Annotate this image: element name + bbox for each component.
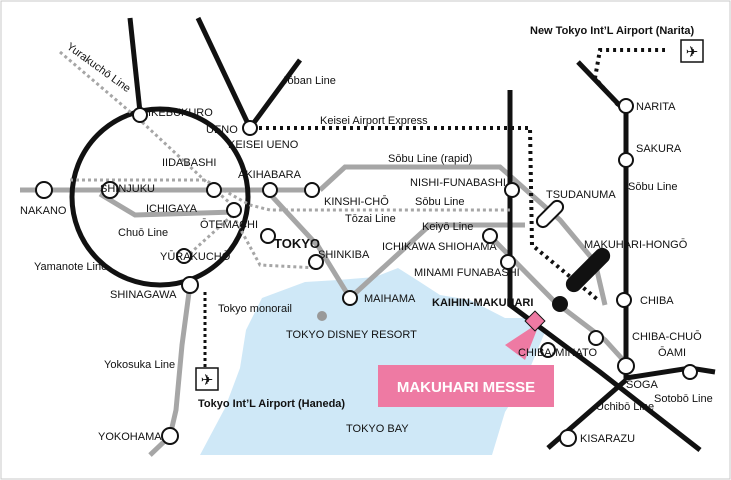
station-nishi-funabashi: NISHI-FUNABASHI	[410, 177, 506, 189]
station-kisarazu: KISARAZU	[580, 433, 635, 445]
station-ikebukuro: IKEBUKURO	[148, 107, 213, 119]
station-yokohama: YOKOHAMA	[98, 431, 162, 443]
place-tokyo-bay: TOKYO BAY	[346, 423, 409, 435]
station-ichigaya: ICHIGAYA	[146, 203, 198, 215]
station-yurakucho: YŪRAKUCHŌ	[160, 251, 231, 263]
station-nakano: NAKANO	[20, 205, 67, 217]
sobu-east-label: Sōbu Line	[628, 181, 678, 193]
station-maihama: MAIHAMA	[364, 293, 416, 305]
station-iidabashi: IIDABASHI	[162, 157, 216, 169]
narita-spur	[592, 48, 665, 107]
messe-pointer	[505, 322, 540, 360]
yamanote-line-label: Yamanote Line	[34, 261, 107, 273]
station-minami-funabashi: MINAMI FUNABASHI	[414, 267, 520, 279]
station-akihabara: AKIHABARA	[238, 169, 302, 181]
tozai-line-label: Tōzai Line	[345, 213, 396, 225]
uchibo-line-label: Uchibō Line	[596, 401, 654, 413]
station-otemachi: ŌTEMACHI	[200, 219, 258, 231]
tokyo-bay-water	[200, 268, 545, 455]
chuo-line-label: Chuō Line	[118, 227, 168, 239]
station-sakura: SAKURA	[636, 143, 682, 155]
svg-text:✈: ✈	[686, 43, 699, 61]
monorail-label: Tokyo monorail	[218, 303, 292, 315]
joban-line-label: Jōban Line	[282, 75, 336, 87]
narita-airport-icon: ✈	[680, 39, 704, 63]
station-shinjuku: SHINJUKU	[100, 183, 155, 195]
stations	[35, 98, 698, 447]
messe-label: MAKUHARI MESSE	[397, 379, 535, 396]
station-kinshicho: KINSHI-CHŌ	[324, 196, 389, 208]
station-ichikawa-shiohama: ICHIKAWA SHIOHAMA	[382, 241, 497, 253]
haneda-airport-label: Tokyo Int’L Airport (Haneda)	[198, 398, 345, 410]
station-narita: NARITA	[636, 101, 676, 113]
svg-text:✈: ✈	[201, 371, 214, 389]
keiyo-line-label: Keiyō Line	[422, 221, 473, 233]
subway-link	[228, 209, 319, 270]
tozai-line	[70, 178, 510, 212]
station-shinagawa: SHINAGAWA	[110, 289, 177, 301]
yokosuka-line-label: Yokosuka Line	[104, 359, 175, 371]
sobu-line-label: Sōbu Line	[415, 196, 465, 208]
station-kaihin-makuhari: KAIHIN-MAKUHARI	[432, 297, 533, 309]
kaihin-makuhari-station	[552, 296, 568, 312]
keisei-line	[252, 126, 600, 302]
narita-airport-label: New Tokyo Int’L Airport (Narita)	[530, 25, 695, 37]
station-keisei-ueno: KEISEI UENO	[228, 139, 299, 151]
messe-box	[378, 365, 554, 407]
station-chiba-minato: CHIBA-MINATO	[518, 347, 597, 359]
haneda-airport-icon: ✈	[195, 367, 219, 391]
messe-marker	[524, 310, 546, 332]
station-shinkiba: SHINKIBA	[318, 249, 370, 261]
station-soga: SOGA	[626, 379, 658, 391]
station-makuhari-hongo: MAKUHARI-HONGŌ	[584, 239, 688, 251]
station-chiba-chuo: CHIBA-CHUŌ	[632, 331, 702, 343]
station-oami: ŌAMI	[658, 347, 686, 359]
station-tsudanuma: TSUDANUMA	[546, 189, 616, 201]
station-tokyo: TOKYO	[274, 236, 320, 251]
tsudanuma-station	[535, 199, 565, 229]
keisei-line-label: Keisei Airport Express	[320, 115, 428, 127]
sobu-rapid-label: Sōbu Line (rapid)	[388, 153, 472, 165]
station-ueno: UENO	[206, 124, 238, 136]
makuhari-hongo-station	[565, 247, 611, 293]
sotobo-line-label: Sotobō Line	[654, 393, 713, 405]
place-disney: TOKYO DISNEY RESORT	[286, 329, 417, 341]
disney-marker	[317, 311, 327, 321]
station-chiba: CHIBA	[640, 295, 674, 307]
